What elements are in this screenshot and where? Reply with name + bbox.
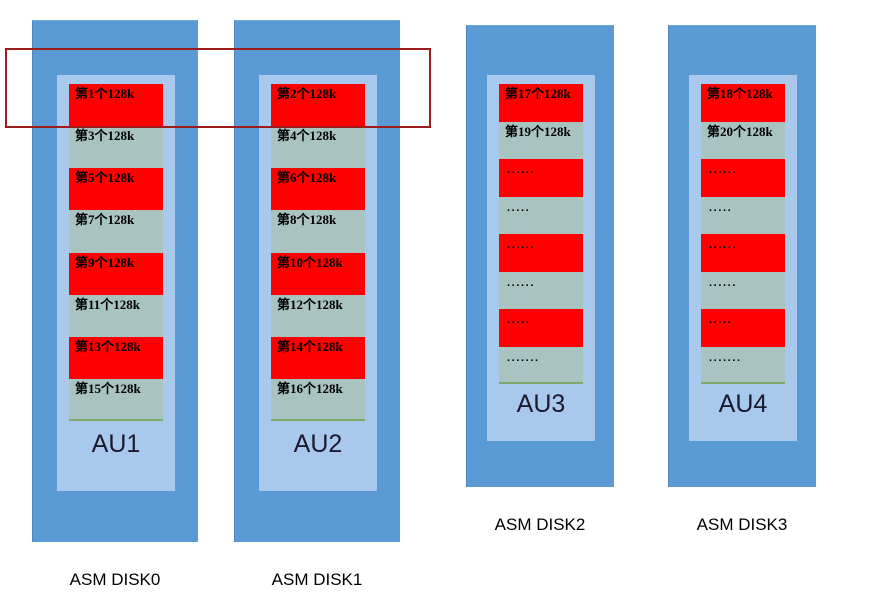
extent-block-label: 第8个128k [277, 212, 337, 228]
extent-block-label: 第4个128k [277, 128, 337, 144]
extent-block: 第12个128k [271, 295, 365, 337]
disk-column-0: 第1个128k 第3个128k 第5个128k 第7个128k 第9个128k 第11个1… [32, 20, 198, 602]
extent-block-label: 第20个128k [707, 123, 773, 139]
extent-block-label: 第2个128k [277, 86, 337, 101]
extent-block-label: ······· [507, 354, 540, 367]
extent-block: ······· [499, 347, 583, 385]
extent-block: 第7个128k [69, 210, 163, 252]
extent-block-label: 第13个128k [75, 338, 141, 354]
au-name: AU3 [516, 390, 566, 418]
extent-block-label: 第12个128k [277, 296, 343, 312]
disk-label: ASM DISK2 [494, 515, 586, 534]
extent-block-label: ······· [709, 354, 742, 367]
extent-block: ····· [499, 197, 583, 235]
extent-block: 第4个128k [271, 126, 365, 168]
extent-block-label: ······ [709, 167, 737, 179]
extent-block: ······ [701, 234, 785, 272]
extent-block: 第1个128k [69, 84, 163, 127]
extent-block: ······ [701, 159, 785, 197]
extent-block-label: 第7个128k [75, 212, 135, 228]
extent-block: ····· [499, 309, 583, 347]
extent-block-label: ······ [507, 242, 535, 254]
disk-column-1: 第2个128k 第4个128k 第6个128k 第8个128k 第10个128k 第12个… [234, 20, 400, 602]
extent-block: 第17个128k [499, 84, 583, 122]
extent-block: 第6个128k [271, 168, 365, 211]
asm-striping-diagram: 第1个128k 第3个128k 第5个128k 第7个128k 第9个128k 第11个1… [32, 20, 816, 589]
extent-block: 第15个128k [69, 379, 163, 421]
extent-block: 第2个128k [271, 84, 365, 127]
au-name: AU1 [91, 430, 141, 458]
extent-stack: 第2个128k 第4个128k 第6个128k 第8个128k 第10个128k 第12个… [271, 84, 365, 421]
extent-block-label: 第11个128k [75, 296, 141, 312]
extent-block: ······· [701, 347, 785, 385]
extent-block-label: 第10个128k [277, 254, 343, 270]
au-name: AU2 [293, 430, 343, 458]
extent-block-label: 第17个128k [505, 86, 571, 101]
extent-block-label: ····· [507, 317, 531, 329]
extent-block: 第3个128k [69, 126, 163, 168]
extent-block: 第14个128k [271, 336, 365, 379]
au-panel: 第2个128k 第4个128k 第6个128k 第8个128k 第10个128k 第12个… [259, 75, 377, 491]
extent-block: ····· [701, 197, 785, 235]
extent-block: 第5个128k [69, 168, 163, 211]
extent-block: ······ [499, 272, 583, 310]
disk-body: 第1个128k 第3个128k 第5个128k 第7个128k 第9个128k 第11个1… [32, 20, 198, 542]
extent-block-label: 第19个128k [505, 123, 571, 139]
extent-block: ······ [701, 272, 785, 310]
extent-block-label: ····· [507, 204, 531, 217]
extent-block-label: 第15个128k [75, 380, 141, 396]
extent-block-label: 第6个128k [277, 170, 337, 186]
extent-block: 第8个128k [271, 210, 365, 252]
au-panel: 第1个128k 第3个128k 第5个128k 第7个128k 第9个128k 第11个1… [57, 75, 175, 491]
disk-label: ASM DISK0 [69, 570, 161, 589]
extent-block: ······ [499, 159, 583, 197]
extent-block-label: 第18个128k [707, 86, 773, 101]
extent-block-label: 第14个128k [277, 338, 343, 354]
disk-label: ASM DISK1 [271, 570, 363, 589]
extent-block: 第18个128k [701, 84, 785, 122]
extent-block-label: 第16个128k [277, 380, 343, 396]
extent-block: ····· [701, 309, 785, 347]
extent-block: 第16个128k [271, 379, 365, 421]
extent-block: 第10个128k [271, 252, 365, 295]
extent-block-label: 第3个128k [75, 128, 135, 144]
au-name: AU4 [718, 390, 768, 418]
disk-body: 第2个128k 第4个128k 第6个128k 第8个128k 第10个128k 第12个… [234, 20, 400, 542]
extent-block: 第9个128k [69, 252, 163, 295]
disk-label: ASM DISK3 [696, 515, 788, 534]
extent-block-label: 第5个128k [75, 170, 135, 186]
extent-block-label: 第9个128k [75, 254, 135, 270]
extent-block-label: ······ [507, 167, 535, 179]
extent-block: ······ [499, 234, 583, 272]
extent-block: 第19个128k [499, 122, 583, 160]
extent-stack: 第1个128k 第3个128k 第5个128k 第7个128k 第9个128k 第11个1… [69, 84, 163, 421]
extent-block: 第13个128k [69, 336, 163, 379]
extent-block-label: ····· [709, 204, 733, 217]
extent-block: 第11个128k [69, 295, 163, 337]
extent-block-label: ······ [709, 242, 737, 254]
extent-block-label: ······ [507, 279, 535, 292]
extent-block: 第20个128k [701, 122, 785, 160]
extent-block-label: 第1个128k [75, 86, 135, 101]
extent-block-label: ····· [709, 317, 733, 329]
extent-block-label: ······ [709, 279, 737, 292]
